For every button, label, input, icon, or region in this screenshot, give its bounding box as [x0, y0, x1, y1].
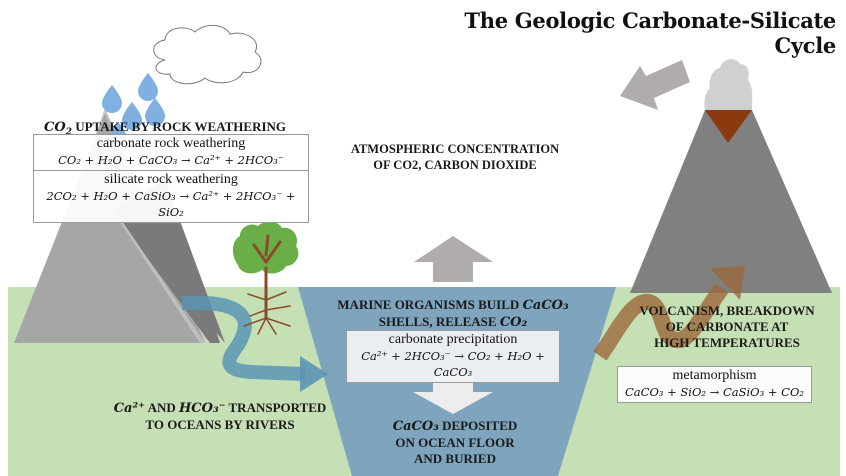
caco3-formula: CaCO₃ — [392, 419, 439, 434]
mountain-highlight — [112, 210, 205, 343]
precipitation-equation: Ca²⁺ + 2HCO₃⁻ → CO₂ + H₂O + CaCO₃ — [361, 349, 545, 379]
marine-line-2: SHELLS, RELEASE CO₂ — [378, 314, 528, 330]
river-arrow — [182, 296, 306, 381]
co2-formula: CO2 — [43, 120, 72, 138]
tree-icon — [232, 221, 299, 335]
smoke-plume-icon — [704, 59, 753, 110]
silicate-weathering-row: silicate rock weathering 2CO₂ + H₂O + Ca… — [34, 170, 308, 222]
marine-organisms-label: MARINE ORGANISMS BUILD CaCO₃ SHELLS, REL… — [318, 297, 588, 331]
deposit-line-2: ON OCEAN FLOOR — [395, 435, 515, 450]
carbonate-weathering-label: carbonate rock weathering — [96, 136, 246, 151]
caco3-formula: CaCO₃ — [522, 298, 569, 313]
deposit-line-1: CaCO₃ DEPOSITED — [392, 418, 518, 434]
mountain-light — [14, 113, 205, 343]
precipitation-row: carbonate precipitation Ca²⁺ + 2HCO₃⁻ → … — [347, 331, 559, 382]
brown-arrow-upward — [593, 266, 745, 361]
arrow-volcano-to-atmosphere — [620, 60, 690, 110]
atmosphere-line-1: ATMOSPHERIC CONCENTRATION — [350, 142, 560, 156]
carbonate-weathering-equation: CO₂ + H₂O + CaCO₃ → Ca²⁺ + 2HCO₃⁻ — [58, 153, 284, 167]
volcanism-line-3: HIGH TEMPERATURES — [654, 335, 800, 350]
deposit-line-3: AND BURIED — [414, 451, 496, 466]
volcano — [630, 110, 832, 293]
page-title: The Geologic Carbonate-Silicate Cycle — [464, 8, 836, 58]
bicarbonate-ion: HCO₃⁻ — [178, 401, 226, 416]
atmosphere-line-2: OF CO2, CARBON DIOXIDE — [373, 158, 537, 172]
volcanism-line-2: OF CARBONATE AT — [665, 319, 789, 334]
metamorphism-row: metamorphism CaCO₃ + SiO₂ → CaSiO₃ + CO₂ — [618, 367, 811, 402]
weathering-equations-box: carbonate rock weathering CO₂ + H₂O + Ca… — [33, 134, 309, 223]
precipitation-box: carbonate precipitation Ca²⁺ + 2HCO₃⁻ → … — [346, 330, 560, 383]
silicate-weathering-label: silicate rock weathering — [104, 172, 238, 187]
rivers-line-2: TO OCEANS BY RIVERS — [145, 417, 295, 432]
precipitation-label: carbonate precipitation — [388, 332, 518, 347]
river-arrowhead — [300, 356, 328, 392]
metamorphism-box: metamorphism CaCO₃ + SiO₂ → CaSiO₃ + CO₂ — [617, 366, 812, 403]
arrow-down-to-seafloor — [413, 374, 493, 414]
carbonate-weathering-row: carbonate rock weathering CO₂ + H₂O + Ca… — [34, 135, 308, 170]
co2-formula: CO₂ — [499, 315, 528, 330]
volcanism-label: VOLCANISM, BREAKDOWN OF CARBONATE AT HIG… — [612, 303, 842, 351]
weathering-heading: CO2 UPTAKE BY ROCK WEATHERING — [43, 119, 287, 138]
silicate-weathering-equation: 2CO₂ + H₂O + CaSiO₃ → Ca²⁺ + 2HCO₃⁻ + Si… — [46, 189, 296, 219]
cloud-icon — [153, 25, 262, 85]
rivers-line-1: Ca²⁺ AND HCO₃⁻ TRANSPORTED — [113, 400, 327, 416]
volcanism-line-1: VOLCANISM, BREAKDOWN — [639, 303, 815, 318]
marine-line-1: MARINE ORGANISMS BUILD CaCO₃ — [337, 297, 569, 313]
atmosphere-label: ATMOSPHERIC CONCENTRATION OF CO2, CARBON… — [340, 141, 570, 173]
metamorphism-label: metamorphism — [672, 368, 757, 383]
rivers-label: Ca²⁺ AND HCO₃⁻ TRANSPORTED TO OCEANS BY … — [100, 400, 340, 433]
metamorphism-equation: CaCO₃ + SiO₂ → CaSiO₃ + CO₂ — [624, 385, 804, 399]
lava-crater — [705, 110, 752, 143]
arrow-up-to-atmosphere — [414, 236, 493, 282]
deposit-label: CaCO₃ DEPOSITED ON OCEAN FLOOR AND BURIE… — [365, 418, 545, 467]
calcium-ion: Ca²⁺ — [113, 401, 146, 416]
